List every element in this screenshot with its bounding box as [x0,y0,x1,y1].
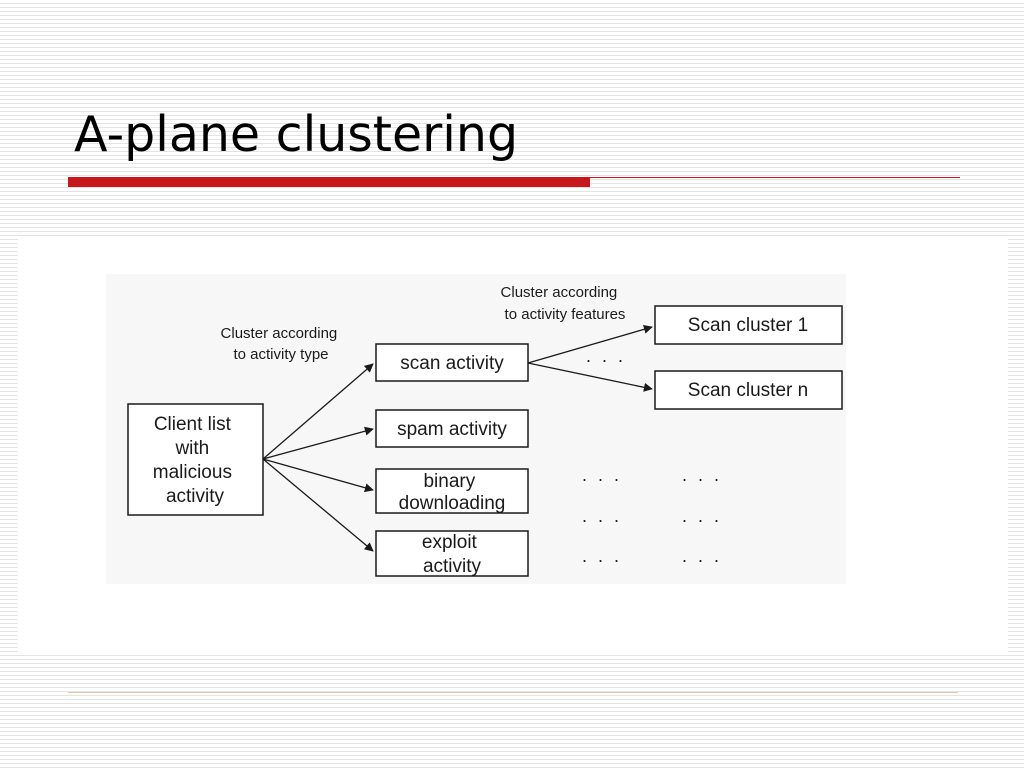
clustering-diagram: Client list with malicious activity Clus… [106,274,846,584]
arrow-to-scan-cluster-1 [527,324,653,364]
scan-activity-label: scan activity [400,353,504,374]
activity-type-caption: Cluster according to activity type [221,325,342,363]
ellipsis-between-scan-clusters: . . . [586,346,626,366]
ellipsis-binary-col1: . . . [582,465,622,485]
scan-cluster-n-box [654,370,843,410]
ellipsis-exploit-col2: . . . [682,546,722,566]
arrow-to-spam-activity [262,426,374,460]
binary-downloading-box [375,468,529,514]
slide-title: A-plane clustering [74,106,519,163]
arrow-to-binary-downloading [262,458,374,493]
client-list-box [127,403,264,516]
ellipsis-exploit-col1: . . . [582,546,622,566]
ellipsis-binary-col2: . . . [682,465,722,485]
arrow-to-scan-cluster-n [527,362,653,392]
ellipsis-mid-col1: . . . [582,506,622,526]
arrow-to-scan-activity [262,363,374,460]
client-list-label: Client list with malicious activity [153,414,237,507]
title-underline-thin [590,177,960,178]
scan-cluster-1-label: Scan cluster 1 [688,315,808,336]
scan-cluster-1-box [654,305,843,345]
scan-cluster-n-label: Scan cluster n [688,380,808,401]
exploit-activity-box [375,530,529,577]
scan-activity-box [375,343,529,382]
spam-activity-label: spam activity [397,419,507,440]
exploit-activity-label: exploit activity [422,532,482,577]
arrow-to-exploit-activity [262,458,374,552]
footer-divider [68,692,958,693]
ellipsis-mid-col2: . . . [682,506,722,526]
spam-activity-box [375,409,529,448]
activity-features-caption: Cluster according to activity features [501,284,626,323]
diagram-panel: Client list with malicious activity Clus… [18,238,1008,654]
binary-downloading-label: binary downloading [399,471,506,514]
title-underline-thick [68,177,590,187]
